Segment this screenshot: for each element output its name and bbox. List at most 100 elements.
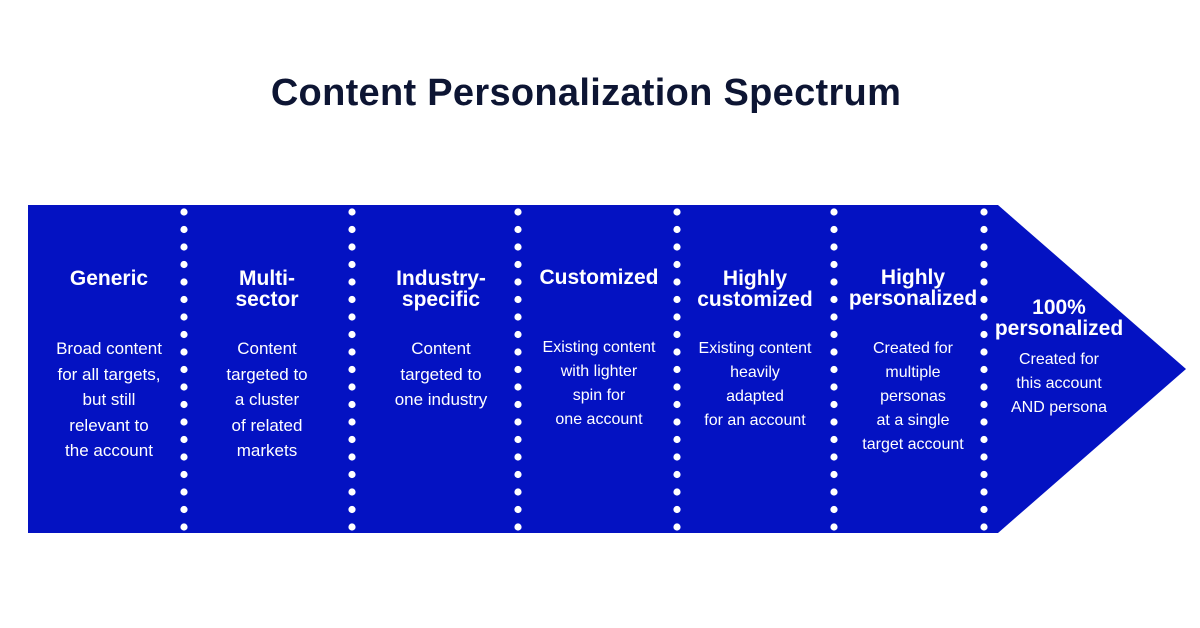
divider-dot — [180, 435, 188, 444]
divider-dot — [980, 505, 988, 514]
divider-dot — [348, 453, 356, 461]
divider-dot — [830, 243, 838, 251]
segment-description: Existing content with lighter spin for o… — [522, 336, 676, 432]
divider-dot — [673, 418, 681, 426]
divider-dot — [980, 365, 988, 374]
segment-customized: Customized Existing content with lighter… — [522, 267, 676, 517]
divider-dot — [980, 225, 988, 234]
divider-dot — [980, 313, 988, 321]
divider-dots — [180, 208, 188, 531]
divider-dot — [514, 418, 522, 426]
divider-dot — [830, 383, 838, 391]
divider-dot — [980, 418, 988, 426]
segment-generic: Generic Broad content for all targets, b… — [30, 268, 188, 518]
divider-dot — [514, 278, 522, 286]
divider-dot — [348, 348, 356, 356]
divider-dot — [180, 208, 188, 216]
segment-heading: Highly personalized — [836, 267, 990, 309]
description-line: this account — [1016, 375, 1102, 392]
divider-dot — [673, 470, 681, 479]
divider-dot — [348, 365, 356, 374]
divider-dot — [980, 488, 988, 496]
heading-line: 100% — [1032, 296, 1086, 319]
divider-dot — [180, 400, 188, 409]
divider-dot — [980, 523, 988, 531]
page-title: Content Personalization Spectrum — [270, 72, 902, 114]
divider-dot — [348, 330, 356, 339]
divider-dot — [980, 278, 988, 286]
divider-dot — [830, 295, 838, 304]
description-line: one account — [555, 411, 643, 428]
description-line: targeted to — [400, 364, 482, 384]
divider-dot — [514, 225, 522, 234]
divider-dot — [180, 365, 188, 374]
divider-dot — [980, 453, 988, 461]
divider-dot — [673, 348, 681, 356]
divider-dot — [514, 470, 522, 479]
segment-heading: Multi- sector — [188, 268, 346, 310]
description-line: Existing content — [698, 340, 812, 357]
divider-dot — [514, 435, 522, 444]
divider-dot — [514, 348, 522, 356]
divider-dot — [348, 243, 356, 251]
description-line: Created for — [1018, 351, 1100, 368]
divider-dot — [348, 383, 356, 391]
divider-dot — [348, 295, 356, 304]
divider-dot — [980, 330, 988, 339]
divider-dot — [514, 295, 522, 304]
divider-dot — [830, 348, 838, 356]
divider-dot — [673, 365, 681, 374]
divider-dot — [514, 400, 522, 409]
description-line: the account — [65, 441, 153, 460]
divider-dot — [180, 260, 188, 269]
divider-dot — [830, 435, 838, 444]
description-line: with lighter — [560, 363, 638, 380]
divider-dot — [830, 313, 838, 321]
divider-dot — [830, 278, 838, 286]
heading-line: Multi- — [239, 267, 295, 290]
divider-dot — [180, 225, 188, 234]
divider-dot — [514, 313, 522, 321]
description-line: Broad content — [56, 339, 162, 358]
divider-dot — [514, 208, 522, 216]
divider-dot — [514, 453, 522, 461]
divider-dot — [348, 225, 356, 234]
description-line: target account — [862, 436, 964, 453]
divider-dot — [348, 313, 356, 321]
divider-dot — [830, 330, 838, 339]
divider-dots — [673, 208, 681, 531]
divider-dot — [348, 470, 356, 479]
divider-dot — [180, 470, 188, 479]
description-line: personas — [880, 388, 946, 405]
divider-dot — [180, 523, 188, 531]
divider-dot — [348, 505, 356, 514]
divider-dot — [514, 330, 522, 339]
divider-dot — [348, 418, 356, 426]
segment-heading: Customized — [522, 267, 676, 288]
divider-dot — [514, 488, 522, 496]
divider-dot — [673, 453, 681, 461]
divider-dot — [673, 505, 681, 514]
divider-dot — [180, 418, 188, 426]
divider-dot — [830, 505, 838, 514]
segment-description: Created for multiple personas at a singl… — [836, 337, 990, 457]
divider-dot — [830, 225, 838, 234]
divider-dot — [673, 400, 681, 409]
divider-dot — [348, 260, 356, 269]
divider-dot — [673, 523, 681, 531]
description-line: of related — [231, 415, 303, 435]
heading-line: specific — [401, 288, 481, 311]
divider-dot — [673, 383, 681, 391]
segment-description: Created for this account AND persona — [984, 348, 1134, 420]
description-line: but still — [82, 390, 136, 409]
divider-dot — [673, 208, 681, 216]
divider-dot — [830, 260, 838, 269]
divider-dot — [180, 330, 188, 339]
divider-dot — [514, 505, 522, 514]
divider-dot — [180, 488, 188, 496]
heading-line: customized — [697, 288, 813, 311]
divider-dots — [348, 208, 356, 531]
divider-dot — [830, 453, 838, 461]
divider-dot — [673, 435, 681, 444]
